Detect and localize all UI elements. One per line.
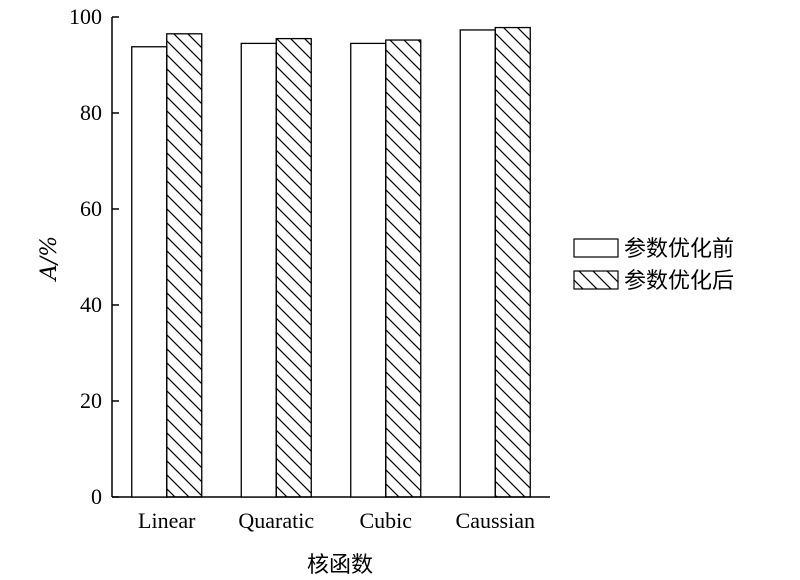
- y-tick-label: 0: [91, 484, 102, 509]
- legend-label-2: 参数优化后: [624, 269, 734, 294]
- bar-caussian-series-1: [459, 29, 496, 498]
- bar-linear-series-2: [166, 33, 203, 498]
- bar-linear-series-1: [131, 46, 168, 498]
- legend-swatch-2: [573, 270, 619, 290]
- bar-quaratic-series-2: [275, 37, 312, 498]
- x-tick-label: Cubic: [359, 508, 412, 533]
- bar-cubic-series-1: [350, 42, 387, 498]
- y-tick-label: 40: [80, 292, 102, 317]
- bar-caussian-series-2: [494, 26, 531, 498]
- x-tick-label: Quaratic: [238, 508, 314, 533]
- bar-quaratic-series-1: [240, 42, 277, 498]
- x-tick-label: Caussian: [456, 508, 535, 533]
- legend-swatch-1: [573, 238, 619, 258]
- y-axis-label: A/%: [37, 236, 62, 282]
- y-tick-label: 80: [80, 100, 102, 125]
- y-tick-label: 20: [80, 388, 102, 413]
- y-tick-label: 60: [80, 196, 102, 221]
- legend-label-1: 参数优化前: [624, 237, 734, 262]
- y-tick-label: 100: [69, 4, 102, 29]
- x-tick-label: Linear: [138, 508, 196, 533]
- y-axis-label-text: A/%: [37, 236, 62, 282]
- bar-cubic-series-2: [385, 39, 422, 498]
- x-axis-label: 核函数: [307, 553, 373, 578]
